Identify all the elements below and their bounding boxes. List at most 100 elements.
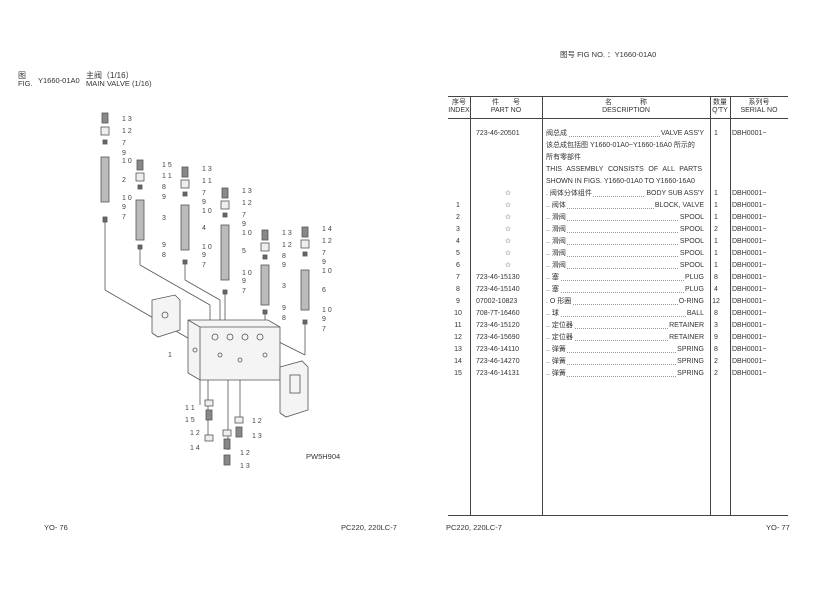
svg-text:1 2: 1 2: [240, 450, 250, 457]
spool-stack-4: [180, 166, 221, 320]
description-cn: .. 滑阀: [546, 212, 567, 224]
svg-text:1 3: 1 3: [240, 463, 250, 470]
fig-title-en: MAIN VALVE (1/16): [86, 79, 152, 88]
svg-text:9: 9: [282, 305, 286, 312]
description: .. 弹簧 SPRING: [546, 368, 704, 380]
description-en: SPRING: [676, 368, 704, 380]
serial-no: DBH0001~: [732, 250, 767, 257]
assembly-note-en-2: SHOWN IN FIGS. Y1660-01A0 TO Y1660-16A0: [546, 178, 695, 185]
leader-dots: [546, 280, 704, 281]
svg-text:1 4: 1 4: [190, 445, 200, 452]
star-icon: ☆: [504, 190, 512, 197]
part-no: 723-46-15130: [476, 274, 520, 281]
qty: 1: [714, 262, 718, 269]
svg-text:1 2: 1 2: [322, 238, 332, 245]
fig-title-cn: 主阀（1/16）: [86, 71, 134, 80]
header-desc-cn: 名 称: [605, 99, 647, 106]
part-no: 723-46-15120: [476, 322, 520, 329]
index: 6: [456, 262, 460, 269]
qty: 12: [712, 298, 720, 305]
qty: 1: [714, 238, 718, 245]
svg-text:1 0: 1 0: [122, 195, 132, 202]
description-en: SPRING: [676, 356, 704, 368]
svg-text:1 0: 1 0: [242, 270, 252, 277]
svg-text:1 5: 1 5: [185, 417, 195, 424]
svg-text:7: 7: [322, 250, 326, 257]
serial-no: DBH0001~: [732, 130, 767, 137]
leader-dots: [546, 316, 704, 317]
svg-text:7: 7: [242, 288, 246, 295]
svg-text:9: 9: [202, 252, 206, 259]
index: 2: [456, 214, 460, 221]
svg-text:9: 9: [162, 194, 166, 201]
serial-no: DBH0001~: [732, 334, 767, 341]
svg-text:1 3: 1 3: [242, 188, 252, 195]
svg-text:7: 7: [202, 262, 206, 269]
svg-text:1 1: 1 1: [202, 178, 212, 185]
svg-text:1 1: 1 1: [162, 173, 172, 180]
header-qty-en: Q'TY: [712, 107, 728, 114]
index: 10: [454, 310, 462, 317]
description-en: SPOOL: [678, 212, 704, 224]
svg-text:7: 7: [202, 190, 206, 197]
svg-text:9: 9: [122, 204, 126, 211]
description-en: PLUG: [683, 284, 704, 296]
svg-text:9: 9: [322, 316, 326, 323]
serial-no: DBH0001~: [732, 310, 767, 317]
svg-text:9: 9: [322, 259, 326, 266]
leader-dots: [546, 268, 704, 269]
index: 8: [456, 286, 460, 293]
callout-labels: 1 3 1 2 7 9 1 0 2 1 0 9 7 1 5 1 1 8 9 3 …: [122, 116, 332, 470]
serial-no: DBH0001~: [732, 358, 767, 365]
fig-number: Y1660-01A0: [38, 76, 80, 85]
svg-text:1 3: 1 3: [122, 116, 132, 123]
index: 15: [454, 370, 462, 377]
assembly-note-cn-2: 所有零部件: [546, 154, 581, 161]
index: 4: [456, 238, 460, 245]
description-en: SPOOL: [678, 260, 704, 272]
qty: 3: [714, 322, 718, 329]
svg-text:8: 8: [162, 252, 166, 259]
description-cn: .. 定位器: [546, 332, 574, 344]
header-index: 序号 INDEX: [448, 99, 470, 115]
description-en: VALVE ASS'Y: [659, 128, 704, 140]
description-cn: .. 弹簧: [546, 368, 567, 380]
description-en: BODY SUB ASS'Y: [645, 188, 704, 200]
leader-dots: [546, 232, 704, 233]
qty: 1: [714, 214, 718, 221]
description-en: SPRING: [676, 344, 704, 356]
serial-no: DBH0001~: [732, 322, 767, 329]
star-icon: ☆: [504, 238, 512, 245]
description-en: SPOOL: [678, 224, 704, 236]
header-qty-cn: 数量: [713, 99, 727, 106]
description-en: SPOOL: [678, 248, 704, 260]
leader-dots: [546, 244, 704, 245]
svg-text:1 0: 1 0: [122, 158, 132, 165]
fig-number-header: 图号 FIG NO. ：Y1660-01A0: [560, 50, 657, 59]
description-cn: .. 球: [546, 308, 560, 320]
svg-text:1 2: 1 2: [252, 418, 262, 425]
svg-text:1 5: 1 5: [162, 162, 172, 169]
spool-stack-5: [220, 187, 230, 320]
svg-text:9: 9: [242, 221, 246, 228]
qty: 1: [714, 130, 718, 137]
description: 阀总成 VALVE ASS'Y: [546, 128, 704, 140]
description-en: PLUG: [683, 272, 704, 284]
star-icon: ☆: [504, 262, 512, 269]
qty: 8: [714, 274, 718, 281]
part-no: 723-46-14270: [476, 358, 520, 365]
